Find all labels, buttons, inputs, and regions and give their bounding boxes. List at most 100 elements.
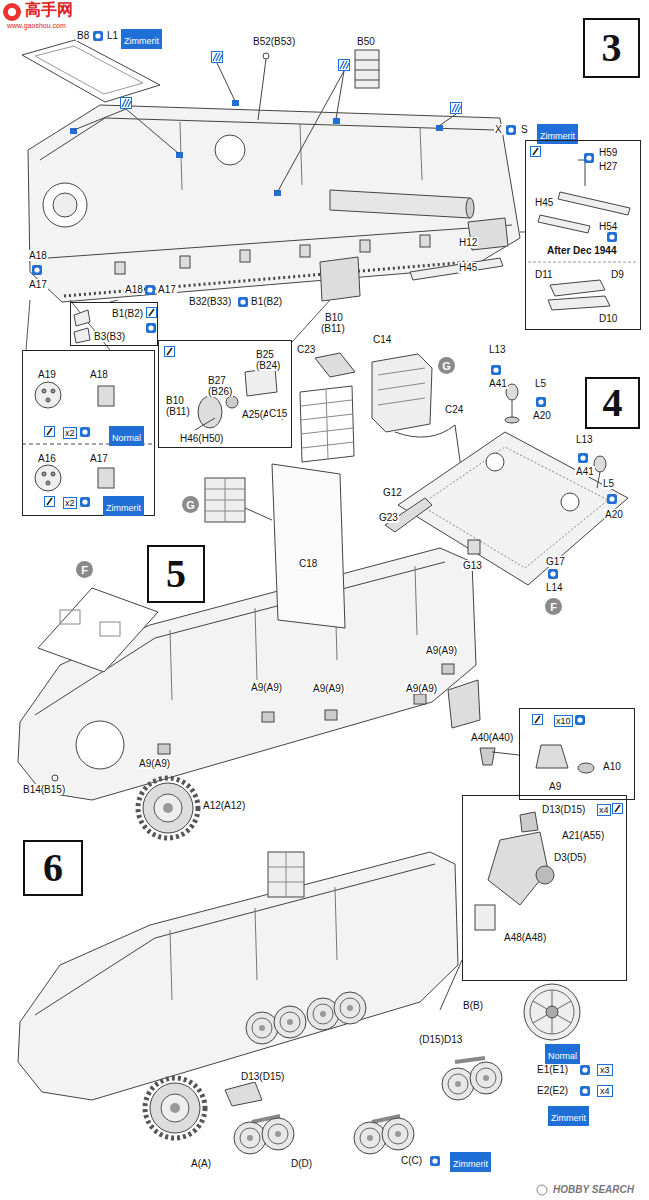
icons <box>580 1065 590 1075</box>
variant-label: Zimmerit <box>106 503 141 513</box>
step3-hull <box>330 190 470 218</box>
inset-final-drive-parts <box>195 418 215 430</box>
step-number: 4 <box>603 383 623 423</box>
step5-hull <box>52 775 58 781</box>
step5-hull <box>76 721 124 769</box>
inset-hub-parts <box>51 389 55 393</box>
variant-tag: Normal <box>109 426 144 446</box>
step5-hull <box>325 710 337 720</box>
part-number: C23 <box>296 344 316 355</box>
step3-hull <box>180 122 422 190</box>
icons <box>533 715 543 725</box>
part-number: D3(D5) <box>553 852 587 863</box>
icons <box>93 31 103 41</box>
detail-inset: D13(D15)x4A21(A55)D3(D5)A48(A48) <box>462 795 627 981</box>
part-number: H46(H50) <box>179 433 224 444</box>
step-number-box: 5 <box>147 545 205 603</box>
step6-hull <box>252 1058 485 1122</box>
step6-hull <box>18 852 458 1100</box>
step3-hull <box>355 60 379 80</box>
variant-label: Zimmerit <box>453 1159 488 1169</box>
zimmerit-marks <box>70 100 443 196</box>
sub-assembly-marker: G <box>438 357 455 374</box>
icons <box>506 125 516 135</box>
inset-hub-parts <box>42 389 46 393</box>
part-number: D(D) <box>290 1158 313 1169</box>
part-number: C14 <box>372 334 392 345</box>
part-number: G23 <box>378 512 399 523</box>
assembly-illustration <box>274 1006 306 1038</box>
step6-hull <box>35 864 435 1015</box>
assembly-illustration <box>334 992 366 1024</box>
step5-hull <box>492 752 519 755</box>
quantity-mark: x10 <box>554 715 573 727</box>
inset-final-drive-parts <box>245 368 277 396</box>
step4-engine-deck <box>301 389 354 459</box>
part-number: D13(D15) <box>541 804 586 815</box>
step3-hull <box>28 105 520 302</box>
step-number-box: 4 <box>585 377 640 429</box>
zimmerit-marks <box>274 190 281 196</box>
step-number-box: 6 <box>23 840 83 896</box>
sub-assembly-letter: G <box>186 499 195 511</box>
part-number: B32(B33) <box>188 296 232 307</box>
inset-hub-parts <box>46 398 50 402</box>
watermark-url: www.gaoshou.com <box>6 22 67 30</box>
step3-hull <box>22 40 526 350</box>
step3-hull <box>43 183 87 227</box>
step3-hull <box>26 232 526 350</box>
part-number: E2(E2) <box>536 1085 569 1096</box>
part-number: D13(D15) <box>240 1071 285 1082</box>
inset-after-dec-parts <box>528 158 638 310</box>
part-number: C24 <box>444 404 464 415</box>
step3-hull <box>215 135 245 165</box>
step4-engine-deck <box>372 354 432 432</box>
step4-engine-deck <box>561 493 579 511</box>
step4-engine-deck <box>420 447 608 568</box>
step3-hull <box>115 262 125 274</box>
assembly-illustration <box>262 1118 294 1150</box>
step5-hull <box>18 548 476 800</box>
part-number: D9 <box>610 269 625 280</box>
part-number: (B24) <box>255 360 281 371</box>
sub-assembly-letter: F <box>81 564 88 576</box>
sub-assembly-marker: F <box>76 561 93 578</box>
step-number-box: 3 <box>583 18 640 78</box>
detail-inset: A19A18x2A16A17x2NormalZimmerit <box>22 350 155 516</box>
variant-tag: Zimmerit <box>548 1106 589 1126</box>
step4-engine-deck <box>597 472 600 488</box>
inset-hub-parts <box>35 465 61 491</box>
watermark: 高手网 <box>24 1 74 19</box>
icons <box>536 397 546 407</box>
part-number: L13 <box>488 344 507 355</box>
variant-label: Normal <box>112 433 141 443</box>
inset-b1-parts <box>74 310 90 343</box>
part-number: A9(A9) <box>405 683 438 694</box>
part-number: B(B) <box>462 1000 484 1011</box>
variant-label: Normal <box>548 1051 577 1061</box>
part-number: B52(B53) <box>252 36 296 47</box>
variant-tag: Normal <box>545 1044 580 1064</box>
part-number: A(A) <box>190 1158 212 1169</box>
part-number: A17 <box>157 284 177 295</box>
inset-final-drive-parts <box>195 368 277 430</box>
variant-tag: Zimmerit <box>121 29 162 49</box>
detail-inset: B1(B2)B3(B3) <box>70 302 158 346</box>
detail-inset: H59H27H45H54After Dec 1944D11D9D10 <box>525 140 641 330</box>
step3-hull <box>410 258 503 280</box>
step3-hull <box>64 262 468 296</box>
part-number: A18 <box>89 369 109 380</box>
step5-hull <box>578 763 594 773</box>
part-number: A17 <box>28 279 48 290</box>
sub-assembly-marker: G <box>182 496 199 513</box>
assembly-illustration <box>382 1118 414 1150</box>
inset-b1-parts <box>74 310 90 326</box>
part-number: B50 <box>356 36 376 47</box>
step5-hull <box>414 694 426 704</box>
step5-hull <box>35 562 445 715</box>
step5-hull <box>442 664 454 674</box>
step3-hull <box>300 245 310 257</box>
part-number: A19 <box>37 369 57 380</box>
zimmerit-leader-lines <box>74 63 456 191</box>
part-number: G13 <box>462 560 483 571</box>
